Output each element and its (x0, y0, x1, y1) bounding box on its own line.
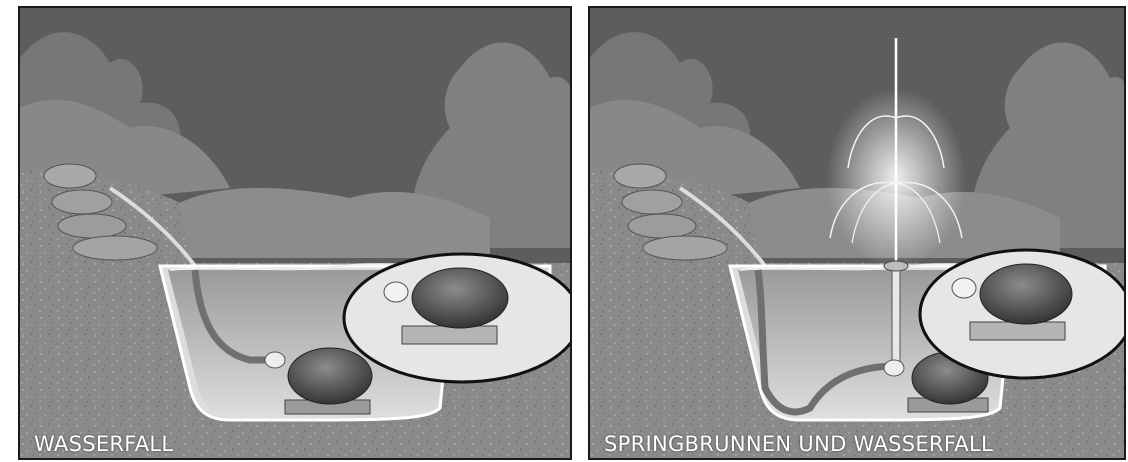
fountain-and-waterfall-scene (590, 8, 1124, 458)
panel-caption: WASSERFALL (34, 432, 173, 456)
panel-caption: SPRINGBRUNNEN UND WASSERFALL (604, 432, 993, 456)
pump-detail-callout (920, 250, 1124, 378)
fountain-riser-pipe (892, 266, 900, 366)
fountain-and-waterfall-illustration-panel: SPRINGBRUNNEN UND WASSERFALL (588, 6, 1126, 460)
waterfall-scene (20, 8, 570, 458)
pump-detail-callout (344, 254, 570, 382)
fountain-nozzle (884, 261, 908, 271)
waterfall-illustration-panel: WASSERFALL (18, 6, 572, 460)
